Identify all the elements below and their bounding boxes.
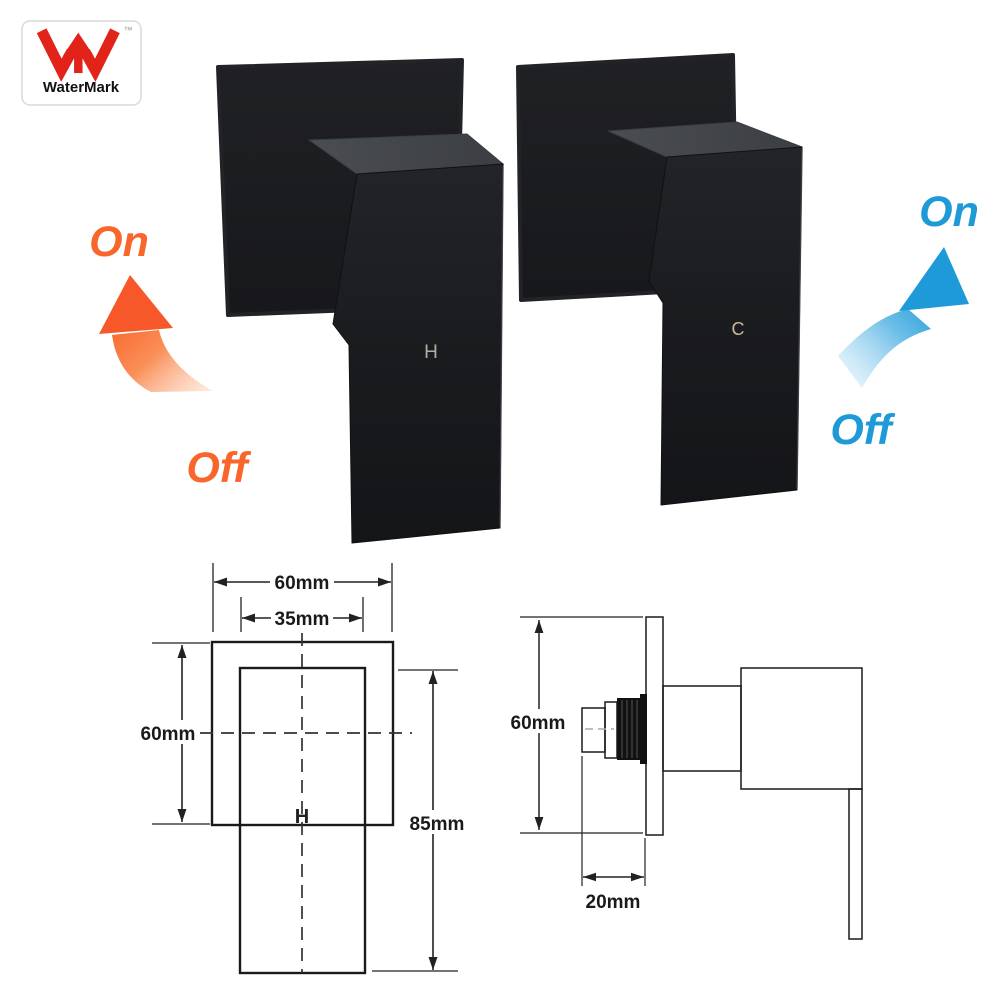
front-overall-height-label: 85mm — [410, 814, 465, 835]
side-view-dimension-arrows — [534, 620, 644, 882]
hot-handle-photo: H — [216, 58, 505, 544]
hot-handle-edge-highlight — [499, 165, 504, 528]
front-view-dimension-lines — [181, 581, 434, 970]
side-view-inlet-ring — [604, 701, 618, 759]
hot-off-label: Off — [186, 444, 251, 492]
cold-on-label: On — [919, 188, 979, 236]
hot-arrow-head-icon — [99, 275, 173, 334]
side-view-plate-outline — [645, 616, 664, 836]
hot-on-label: On — [89, 218, 149, 266]
cold-curved-arrow-body — [838, 309, 931, 388]
label-bg — [508, 709, 570, 733]
watermark-w-right-stroke — [80, 28, 120, 82]
side-view-inlet-nut — [581, 707, 606, 753]
label-bg — [270, 569, 334, 592]
trademark-symbol: ™ — [124, 25, 133, 35]
side-view-handle-body-outline — [740, 667, 863, 790]
side-view-valve-body-outline — [662, 685, 742, 772]
side-view-thread-hatching — [621, 700, 638, 758]
hot-handle-lever — [332, 163, 504, 544]
front-handle-width-label: 35mm — [275, 609, 330, 630]
hot-curved-arrow-body — [112, 330, 213, 392]
front-view-dimension-arrows — [177, 577, 438, 970]
front-plate-height-label: 60mm — [141, 724, 196, 745]
front-view-handle-letter: H — [295, 806, 309, 828]
cold-off-label: Off — [830, 406, 895, 454]
side-view-threaded-inlet — [617, 698, 642, 760]
hot-handle-label: H — [424, 342, 438, 363]
front-view-extension-lines — [152, 563, 458, 972]
side-view-inlet-flange — [640, 694, 647, 764]
cold-handle-edge-highlight — [796, 148, 803, 490]
watermark-w-left-stroke — [36, 28, 77, 82]
cold-handle-photo: C — [516, 53, 803, 506]
side-view-lever-outline — [848, 788, 863, 940]
side-view-drawing: 60mm 20mm — [508, 616, 863, 940]
front-view-drawing: 60mm 35mm 60mm 85mm H — [138, 563, 469, 975]
watermark-logo: WaterMark ™ — [21, 20, 142, 106]
label-bg — [271, 606, 333, 628]
hot-direction-annotation: On Off — [89, 218, 251, 492]
watermark-w-icon — [36, 28, 120, 82]
cold-direction-annotation: On Off — [830, 188, 979, 454]
side-view-extension-lines — [520, 616, 646, 886]
watermark-arrow-head-icon — [63, 32, 94, 56]
side-depth-label: 20mm — [586, 892, 641, 913]
cold-arrow-head-icon — [899, 247, 969, 311]
label-bg — [405, 810, 469, 834]
label-bg — [138, 720, 200, 744]
side-plate-height-label: 60mm — [511, 713, 566, 734]
watermark-logo-text: WaterMark — [43, 79, 120, 96]
cold-handle-label: C — [732, 319, 745, 339]
front-overall-width-label: 60mm — [275, 573, 330, 594]
cold-handle-lever — [648, 146, 803, 506]
